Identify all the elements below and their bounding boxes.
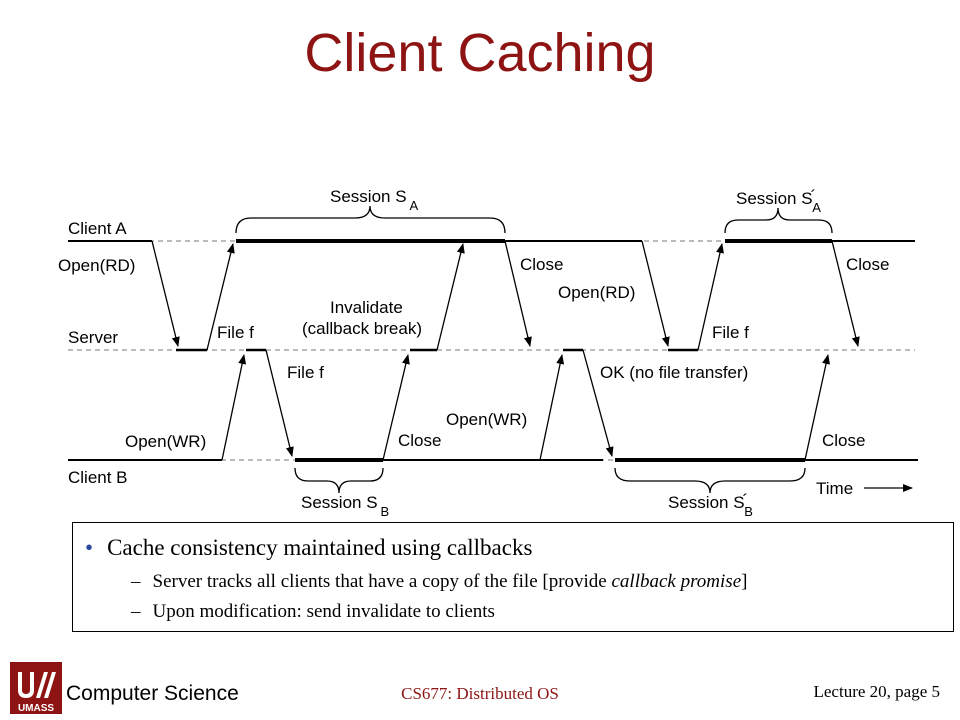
arrow-close-b-1 [382, 354, 410, 461]
label-close-b-2: Close [822, 431, 865, 450]
label-invalidate-1: Invalidate [330, 298, 403, 317]
bullet-icon: • [85, 535, 94, 560]
session-b-prime-label: Session S´B [668, 491, 753, 519]
brace-session-b [294, 467, 384, 494]
label-file-f-2: File f [287, 363, 324, 382]
arrow-open-rd-1 [151, 240, 180, 347]
footer-department: Computer Science [66, 682, 239, 705]
dash-icon: – [131, 601, 141, 622]
label-close-a-2: Close [846, 255, 889, 274]
bullet-main: • Cache consistency maintained using call… [85, 535, 532, 561]
time-label: Time [816, 479, 853, 498]
brace-session-a [235, 205, 506, 234]
label-file-f-1: File f [217, 323, 254, 342]
label-file-f-3: File f [712, 323, 749, 342]
lane-label-client-b: Client B [68, 468, 128, 487]
label-close-a-1: Close [520, 255, 563, 274]
lane-label-client-a: Client A [68, 219, 127, 238]
bullet-box: • Cache consistency maintained using call… [72, 522, 954, 632]
label-open-rd-2: Open(RD) [558, 283, 635, 302]
arrow-invalidate [436, 243, 465, 351]
bullet-main-text: Cache consistency maintained using callb… [107, 535, 533, 560]
arrow-open-rd-2 [641, 240, 670, 347]
footer-page-number: Lecture 20, page 5 [813, 682, 941, 701]
label-invalidate-2: (callback break) [302, 319, 422, 338]
callback-caching-diagram: Client A Server Client B [58, 187, 918, 519]
arrow-open-wr-1 [221, 354, 247, 461]
bullet-sub-2-text: Upon modification: send invalidate to cl… [152, 601, 495, 622]
label-open-wr-1: Open(WR) [125, 432, 206, 451]
brace-session-b-prime [614, 467, 806, 494]
bullet-sub-1: –Server tracks all clients that have a c… [131, 571, 747, 593]
bullet-sub-1-em: callback promise [611, 571, 742, 592]
label-ok-no-transfer: OK (no file transfer) [600, 363, 748, 382]
arrow-ok-to-b [582, 349, 614, 457]
lane-label-server: Server [68, 328, 118, 347]
umass-logo-text: UMASS [18, 703, 54, 714]
brace-session-a-prime [724, 207, 833, 234]
bullet-sub-2: –Upon modification: send invalidate to c… [131, 601, 495, 623]
arrow-close-a-2 [831, 240, 860, 347]
arrow-close-a-1 [504, 240, 532, 347]
bullet-sub-1-post: ] [741, 571, 748, 592]
arrow-file-f-to-b [265, 349, 294, 457]
footer-course: CS677: Distributed OS [401, 684, 559, 703]
umass-logo: UMASS [10, 662, 62, 714]
arrow-close-b-2 [804, 354, 830, 461]
arrow-file-f-to-a [206, 243, 235, 351]
session-a-prime-label: Session S´A [736, 187, 821, 215]
dash-icon: – [131, 571, 141, 592]
label-open-rd-1: Open(RD) [58, 256, 135, 275]
arrow-file-f-to-a-2 [697, 243, 724, 351]
slide-title: Client Caching [304, 23, 656, 83]
arrow-open-wr-2 [539, 354, 565, 461]
bullet-sub-1-pre: Server tracks all clients that have a co… [152, 571, 612, 592]
label-close-b-1: Close [398, 431, 441, 450]
label-open-wr-2: Open(WR) [446, 410, 527, 429]
